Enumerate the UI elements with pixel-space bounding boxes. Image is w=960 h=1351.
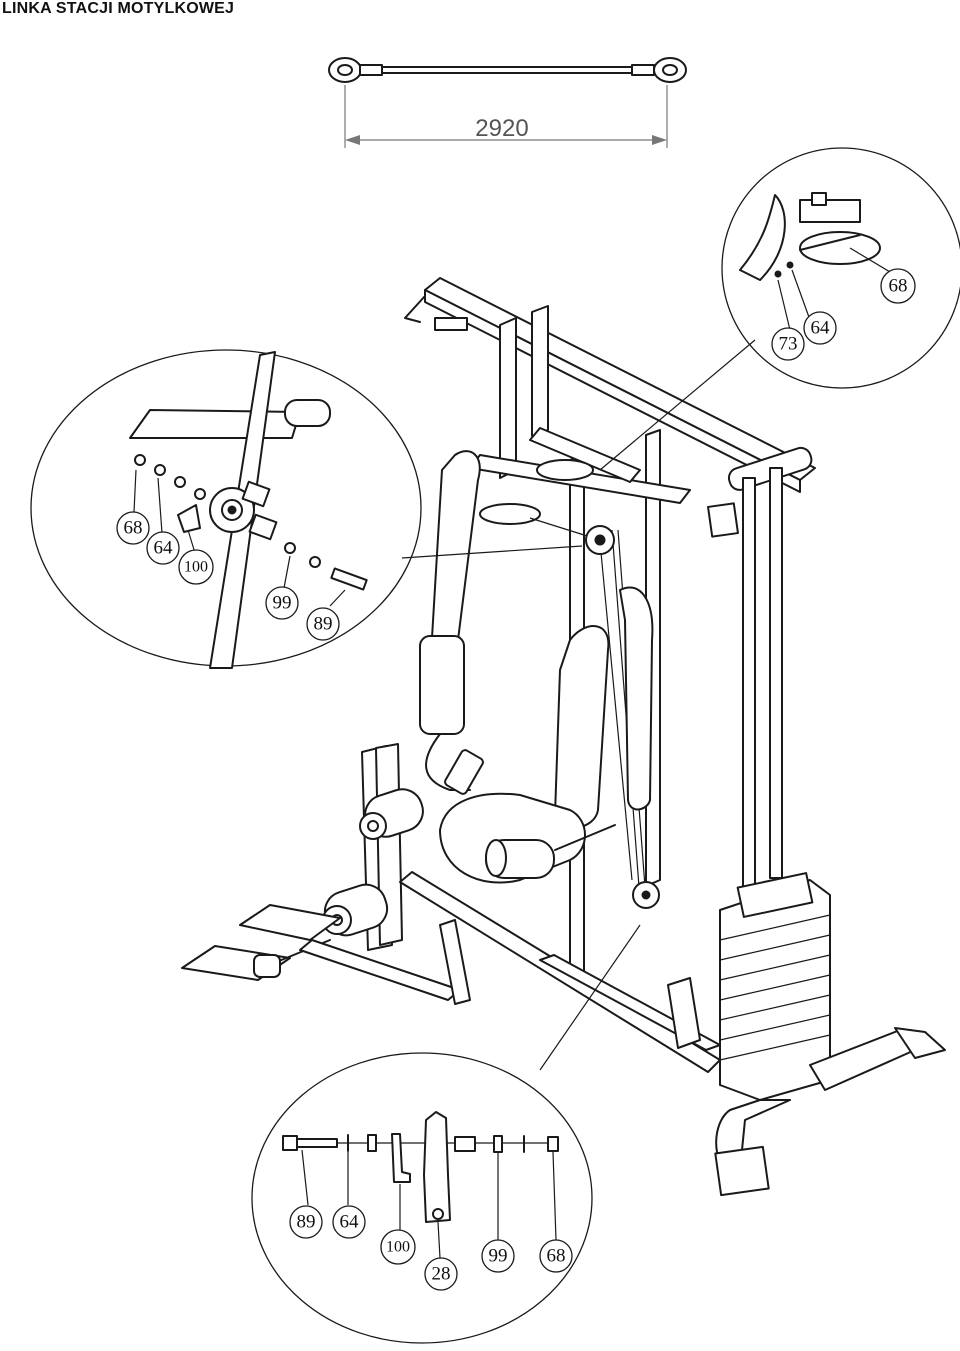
detail-circle-bottom: 89 64 100 28 99 68 [251,924,641,1344]
detail-circle-top-right: 73 64 68 [599,147,960,471]
callout-100: 100 [184,559,208,576]
callout-64: 64 [811,318,831,339]
callout-99: 99 [489,1246,508,1267]
callout-68: 68 [547,1246,566,1267]
callout-28: 28 [432,1264,451,1285]
cable-length-label: 2920 [475,115,528,142]
callout-68: 68 [124,518,143,539]
callout-99: 99 [273,593,292,614]
page-title: LINKA STACJI MOTYLKOWEJ [2,0,235,17]
callout-73: 73 [779,334,798,355]
callout-64: 64 [340,1212,360,1233]
callout-89: 89 [314,614,333,635]
detail-circle-left: 68 64 100 99 89 [30,349,583,669]
callout-68: 68 [889,276,908,297]
cable-drawing: 2920 [328,57,687,148]
callout-64: 64 [154,538,174,559]
callout-89: 89 [297,1212,316,1233]
gym-machine [181,277,946,1197]
callout-100: 100 [386,1239,410,1256]
